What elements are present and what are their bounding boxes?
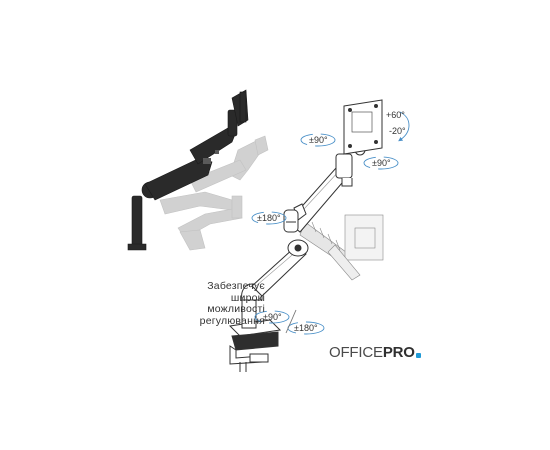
logo-accent-icon [415,353,421,358]
caption-line-2: широкі [230,291,265,304]
base-divider [285,309,297,334]
feature-caption: Забезпечує широкі можливості регулювання [140,280,265,327]
rotation-arrows [251,111,410,335]
logo-text-office: OFFICE [329,344,383,361]
dark-arm-detail [203,150,219,164]
ghost-white-arm [299,214,384,281]
base-rotate-label: ±90° [263,312,282,322]
rotate-right-label: ±90° [372,158,391,168]
swivel-mid-label: ±180° [257,213,281,223]
caption-line-4: регулювання [199,314,265,327]
dark-arm [127,89,249,251]
ghost-arm-positions [159,135,269,251]
swivel-mid-ellipse [251,211,287,225]
rotate-right-ellipse [363,156,399,170]
base-rotate-ellipse [254,310,290,324]
rotate-top-label: ±90° [309,135,328,145]
caption-line-3: можливості [207,303,265,315]
caption-line-1: Забезпечує [207,280,265,292]
tilt-up-label: +60° [386,110,405,120]
rotate-top-ellipse [300,133,336,147]
white-arm-illustration [228,99,384,372]
lower-arm [251,239,309,297]
logo-text-pro: PRO [382,344,415,361]
base-swivel-label: ±180° [294,323,318,333]
tilt-down-label: -20° [389,126,406,136]
dark-arm-illustration [127,89,269,251]
tilt-arrow [398,111,410,142]
brand-logo: OFFICEPRO [329,344,421,361]
tilt-head [335,144,366,187]
vesa-plate [343,99,383,155]
